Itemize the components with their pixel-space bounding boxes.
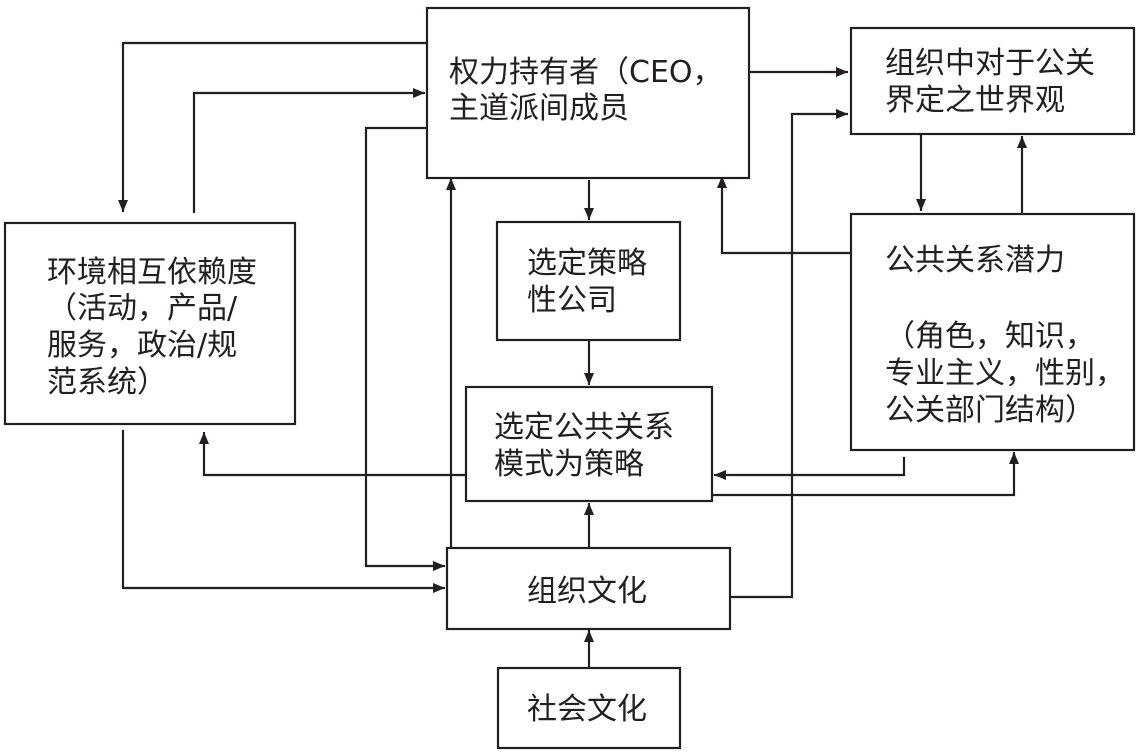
node-social-culture-line-1: 社会文化 — [527, 692, 647, 727]
edge-org-culture-to-worldview — [730, 109, 848, 599]
edges-layer — [118, 41, 1027, 667]
edge-pr-potential-to-pr-model — [714, 457, 906, 480]
node-worldview-line-2: 界定之世界观 — [885, 83, 1065, 118]
node-pr-potential-line-1: 公共关系潜力 — [885, 243, 1065, 278]
node-strategic-company-line-1: 选定策略 — [527, 246, 647, 281]
node-social-culture: 社会文化 — [496, 666, 682, 750]
edge-pr-model-to-environment — [199, 432, 467, 477]
node-pr-model: 选定公共关系 模式为策略 — [464, 385, 714, 503]
node-environment-interdependence: 环境相互依赖度 （活动，产品/ 服务，政治/规 范系统） — [3, 221, 297, 426]
nodes-layer: 权力持有者（CEO， 主道派间成员 组织中对于公关 界定之世界观 环境相互依赖度… — [3, 6, 1136, 750]
node-org-culture: 组织文化 — [445, 546, 732, 631]
node-power-holders-line-1: 权力持有者（CEO， — [449, 55, 723, 90]
node-pr-potential-line-4: 专业主义，性别， — [885, 356, 1125, 391]
node-pr-model-line-2: 模式为策略 — [494, 447, 644, 482]
node-environment-line-4: 范系统） — [47, 365, 167, 400]
edge-environment-to-power — [192, 88, 425, 213]
node-pr-potential-line-5: 公关部门结构） — [885, 393, 1095, 428]
node-strategic-company-line-2: 性公司 — [527, 283, 617, 318]
node-environment-line-2: （活动，产品/ — [47, 291, 238, 326]
node-pr-potential-line-3: （角色，知识， — [885, 319, 1095, 354]
node-org-culture-line-1: 组织文化 — [527, 574, 647, 609]
edge-power-to-org-culture — [364, 126, 445, 571]
node-pr-potential: 公共关系潜力 （角色，知识， 专业主义，性别， 公关部门结构） — [849, 212, 1136, 452]
node-strategic-company: 选定策略 性公司 — [495, 220, 682, 342]
node-worldview: 组织中对于公关 界定之世界观 — [849, 26, 1136, 136]
edge-pr-model-to-pr-potential — [713, 452, 1019, 497]
edge-power-to-environment — [118, 41, 427, 212]
edge-environment-to-org-culture — [121, 430, 445, 593]
node-power-holders-line-2: 主道派间成员 — [449, 91, 629, 126]
node-power-holders: 权力持有者（CEO， 主道派间成员 — [425, 6, 751, 180]
node-worldview-line-1: 组织中对于公关 — [885, 46, 1095, 81]
node-environment-line-1: 环境相互依赖度 — [47, 255, 257, 290]
node-pr-model-line-1: 选定公共关系 — [494, 410, 674, 445]
node-environment-line-3: 服务，政治/规 — [47, 328, 237, 363]
edge-pr-potential-to-power — [717, 176, 851, 255]
